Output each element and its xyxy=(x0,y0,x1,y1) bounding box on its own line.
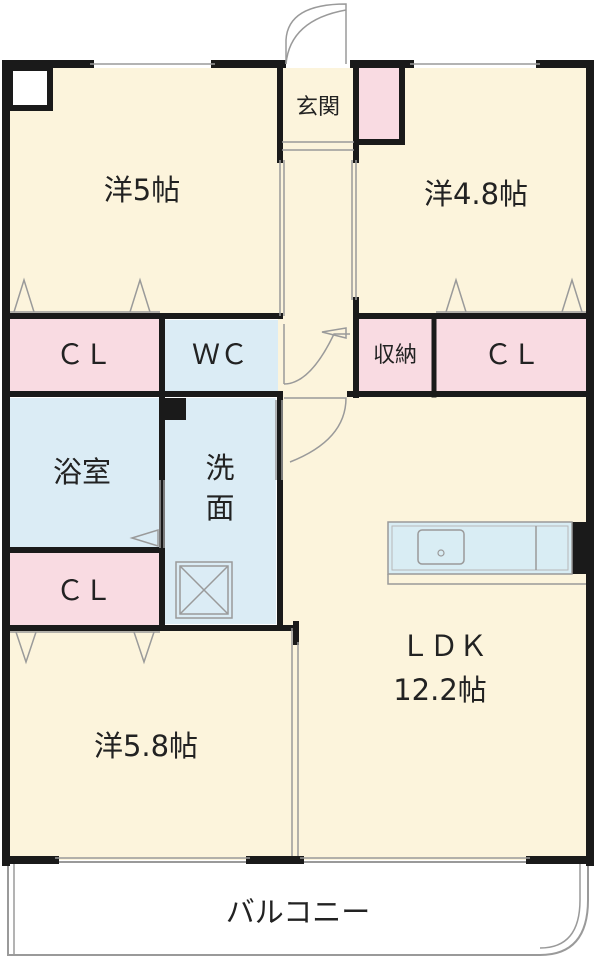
washroom-area xyxy=(164,398,276,624)
hallway-area xyxy=(278,140,356,395)
washroom-label-2: 面 xyxy=(205,491,234,525)
walls xyxy=(2,60,594,866)
balcony-inner-line xyxy=(13,862,581,955)
washer-pan-icon xyxy=(175,561,233,619)
ldk-label: ＬＤＫ xyxy=(400,629,487,663)
storage-area xyxy=(356,316,434,392)
balcony-label: バルコニー xyxy=(226,895,370,929)
entrance-area xyxy=(282,68,354,142)
bedroom-nw-label: 洋5帖 xyxy=(104,173,180,207)
kitchen-sink-icon xyxy=(387,521,586,585)
closet-ne-label: ＣＬ xyxy=(484,338,540,371)
bedroom-sw-label: 洋5.8帖 xyxy=(94,729,198,763)
bathroom-label: 浴室 xyxy=(53,455,111,489)
toilet-area xyxy=(164,320,278,392)
pillar-nw xyxy=(7,65,53,111)
door-swing-icon xyxy=(129,3,350,548)
closet-ne-area xyxy=(436,316,586,392)
closet-nw-label: ＣＬ xyxy=(56,338,112,371)
balcony-area xyxy=(7,861,589,956)
closet-sw-label: ＣＬ xyxy=(56,574,112,607)
ldk-area xyxy=(278,395,586,860)
pillar-kitchen xyxy=(572,522,590,574)
closet-door-icon xyxy=(13,277,583,665)
toilet-label: ＷＣ xyxy=(192,338,248,371)
closet-sw-area xyxy=(10,552,160,626)
bedroom-ne-label: 洋4.8帖 xyxy=(424,177,528,211)
bedroom-nw-area xyxy=(10,68,278,316)
pillar-washroom xyxy=(164,398,186,420)
storage-label: 収納 xyxy=(373,343,417,368)
bathroom-area xyxy=(10,398,160,548)
entrance-label: 玄関 xyxy=(296,95,340,120)
thin-lines xyxy=(10,63,586,859)
bedroom-sw-area xyxy=(10,628,294,860)
washroom-label-1: 洗 xyxy=(205,451,234,485)
ldk-size-label: 12.2帖 xyxy=(393,673,487,707)
closet-nw-area xyxy=(10,316,160,392)
shoe-closet-area xyxy=(356,68,400,142)
